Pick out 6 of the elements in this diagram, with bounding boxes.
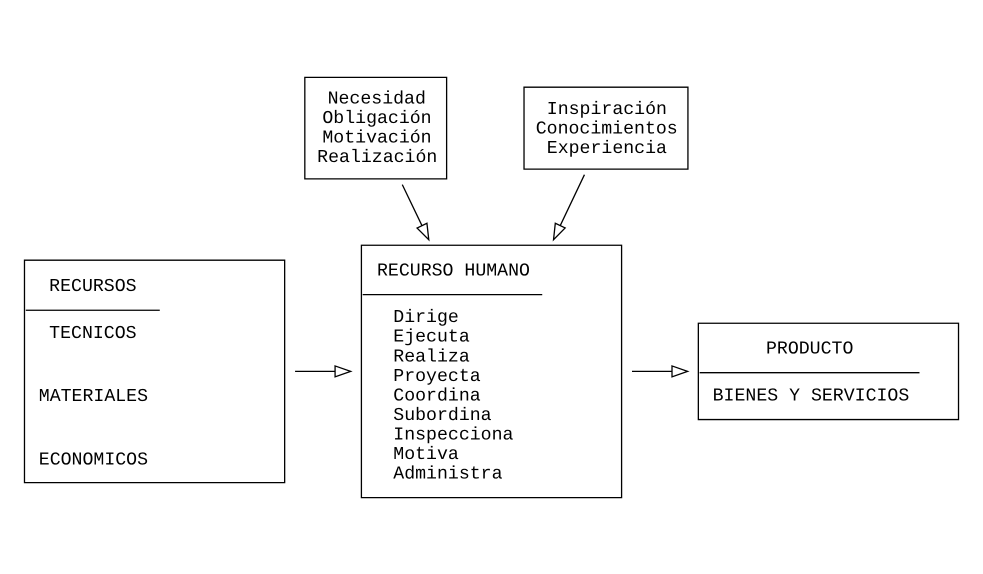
arrow [552, 174, 586, 241]
node-box: Necesidad Obligación Motivación Realización [304, 76, 448, 180]
node-box: Inspiración Conocimientos Experiencia [523, 86, 689, 170]
arrow [295, 364, 353, 378]
arrow [402, 184, 430, 241]
arrow [632, 364, 690, 378]
